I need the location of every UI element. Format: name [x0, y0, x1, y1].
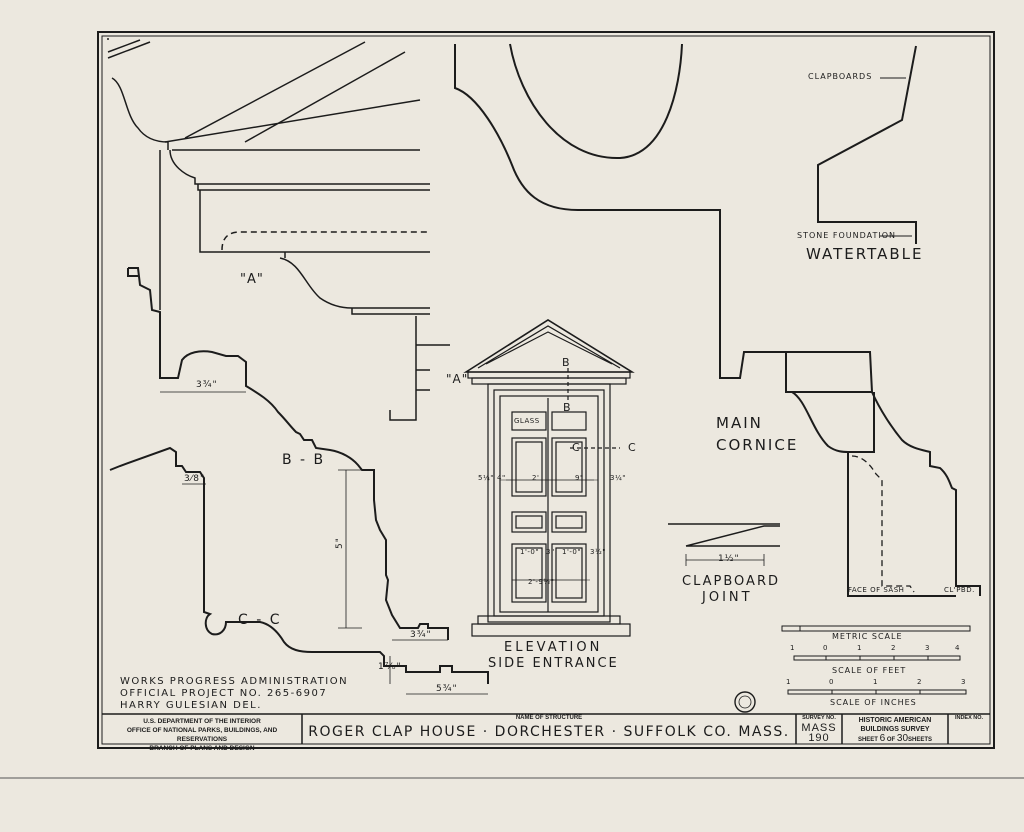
survey-header: SURVEY NO.	[802, 715, 836, 721]
label-clapboards: CLAPBOARDS	[808, 72, 873, 81]
dim-3-8: 3⁄8"	[184, 474, 206, 484]
dim-3-1-2: 3½"	[590, 548, 606, 556]
dim-3-3-4-top: 3¾"	[196, 380, 218, 390]
metric-tick-0: 1	[790, 644, 795, 652]
door-elevation	[463, 319, 635, 637]
sheet-total: 30	[896, 733, 909, 744]
dim-4: 4"	[497, 474, 506, 482]
label-main: MAIN	[716, 414, 763, 432]
habs-block: HISTORIC AMERICAN BUILDINGS SURVEY SHEET…	[842, 716, 948, 745]
metric-scale-bar	[781, 625, 971, 632]
door-pediment	[463, 319, 635, 373]
sheet-suffix: SHEETS	[908, 737, 933, 743]
dim-1-0-b: 1'-0"	[562, 548, 582, 556]
watertable-profile	[817, 45, 917, 244]
credit-line-1: WORKS PROGRESS ADMINISTRATION	[120, 676, 349, 687]
label-cornice: CORNICE	[716, 436, 799, 454]
habs-seal	[734, 691, 756, 713]
sheet-line: SHEET 6 OF 30SHEETS	[842, 734, 948, 745]
metric-tick-2: 1	[857, 644, 862, 652]
name-of-structure-header: NAME OF STRUCTURE	[515, 715, 583, 721]
label-cc-section: C - C	[238, 612, 282, 628]
label-stone-foundation: STONE FOUNDATION	[797, 231, 896, 240]
dept-line-3: BRANCH OF PLANS AND DESIGN	[149, 745, 255, 752]
label-clapboard: CLAPBOARD	[682, 574, 780, 589]
credit-line-2: OFFICIAL PROJECT NO. 265-6907	[120, 688, 328, 699]
label-c-2: C	[628, 441, 637, 454]
cc-section-profile	[109, 446, 489, 684]
cornice-a-profile	[107, 38, 450, 421]
label-joint: JOINT	[702, 590, 753, 605]
index-header: INDEX NO.	[954, 715, 984, 721]
dim-3-3-4: 3¾"	[410, 630, 432, 640]
bb-section-profile	[127, 267, 449, 640]
feet-scale-title: SCALE OF FEET	[832, 666, 907, 675]
dim-1-7-8: 1⁷⁄₈"	[378, 662, 402, 672]
label-watertable: WATERTABLE	[806, 245, 924, 263]
label-clpbd: CL'PBD.	[944, 586, 975, 594]
label-a: "A"	[240, 272, 264, 287]
habs-line-1: HISTORIC AMERICAN	[858, 717, 932, 724]
label-c: C	[572, 441, 581, 454]
credit-line-3: HARRY GULESIAN DEL.	[120, 700, 262, 711]
outer-border	[97, 31, 995, 749]
label-side-entrance: SIDE ENTRANCE	[488, 656, 619, 671]
inch-tick-3: 2	[917, 678, 922, 686]
label-b-2: B	[563, 401, 572, 414]
department-block: U.S. DEPARTMENT OF THE INTERIOR OFFICE O…	[104, 717, 300, 753]
metric-scale-title: METRIC SCALE	[832, 632, 903, 641]
main-cornice-large-profile	[454, 43, 981, 597]
inches-scale-bar	[787, 689, 967, 695]
label-glass: GLASS	[514, 417, 540, 425]
inner-border	[101, 35, 991, 745]
label-bb-section: B - B	[282, 452, 326, 468]
dim-5-in: 5"	[334, 537, 345, 549]
metric-tick-5: 4	[955, 644, 960, 652]
dim-2: 2'	[532, 474, 540, 482]
dept-line-1: U.S. DEPARTMENT OF THE INTERIOR	[143, 718, 261, 725]
dim-5-3-4: 5¾"	[436, 684, 458, 694]
dim-2-9-1-2: 2'-9½"	[528, 578, 555, 586]
dim-1-0-a: 1'-0"	[520, 548, 540, 556]
clapboard-joint-detail	[668, 523, 780, 566]
label-elevation: ELEVATION	[504, 640, 603, 655]
dim-3-1-4: 3¼"	[610, 474, 626, 482]
sheet-number: 6	[879, 733, 886, 744]
title-block-frame	[102, 713, 990, 744]
label-b: B	[562, 356, 571, 369]
feet-scale-bar	[793, 655, 961, 661]
metric-tick-3: 2	[891, 644, 896, 652]
dimension-lines	[160, 391, 594, 695]
metric-tick-4: 3	[925, 644, 930, 652]
habs-line-2: BUILDINGS SURVEY	[860, 726, 930, 733]
dim-1-1-2: 1½"	[718, 554, 740, 564]
glass-panel	[511, 411, 547, 431]
inch-tick-1: 0	[829, 678, 834, 686]
dim-5-1-4: 5¼"	[478, 474, 494, 482]
metric-tick-1: 0	[823, 644, 828, 652]
label-face-of-sash: FACE OF SASH	[848, 586, 905, 594]
inch-tick-0: 1	[786, 678, 791, 686]
label-a-door: "A"	[446, 372, 469, 386]
dept-line-2: OFFICE OF NATIONAL PARKS, BUILDINGS, AND…	[126, 727, 278, 743]
dim-3: 3"	[546, 548, 555, 556]
dim-9: 9"	[575, 474, 584, 482]
inch-tick-2: 1	[873, 678, 878, 686]
sheet-prefix: SHEET	[857, 737, 878, 743]
sheet-of: OF	[886, 737, 896, 743]
inch-tick-4: 3	[961, 678, 966, 686]
survey-number: 190	[808, 732, 830, 744]
inch-scale-title: SCALE OF INCHES	[830, 698, 917, 707]
survey-state: MASS	[801, 722, 837, 734]
structure-name: ROGER CLAP HOUSE · DORCHESTER · SUFFOLK …	[308, 724, 790, 740]
